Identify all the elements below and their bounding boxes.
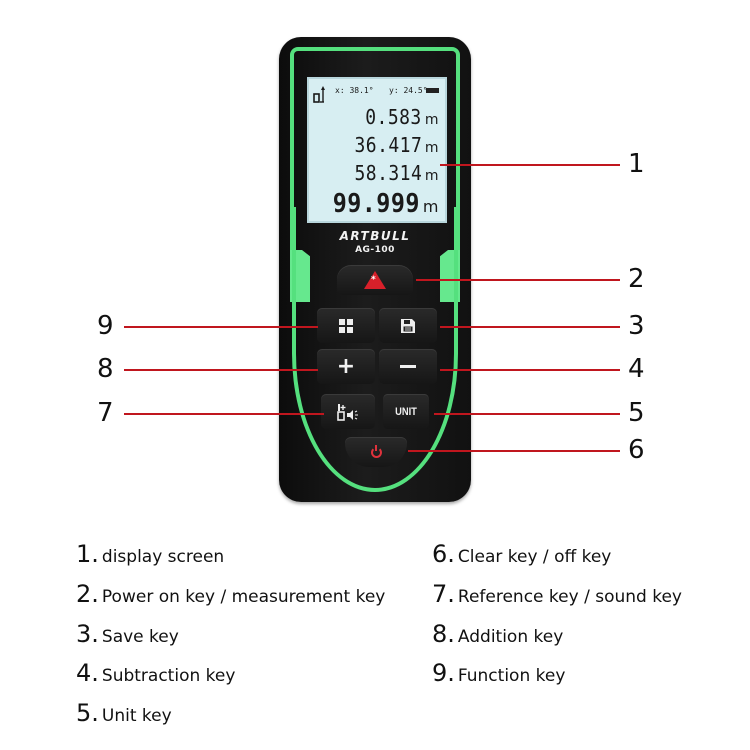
callout-number-8: 8 xyxy=(97,354,114,384)
callout-line-2 xyxy=(416,279,620,281)
legend-number: 1. xyxy=(76,540,99,568)
clear-off-key[interactable] xyxy=(345,437,407,467)
addition-key[interactable]: + xyxy=(317,349,375,384)
reading-unit: m xyxy=(422,197,439,216)
reading-value: 36.417 xyxy=(354,133,422,157)
callout-number-2: 2 xyxy=(628,264,645,294)
legend-item-5: 5.Unit key xyxy=(76,699,172,727)
reference-sound-icon xyxy=(337,403,358,421)
reading-unit: m xyxy=(424,168,439,184)
angle-y-readout: y: 24.5° xyxy=(389,86,428,95)
legend-item-3: 3.Save key xyxy=(76,620,179,648)
legend-text: Clear key / off key xyxy=(457,547,612,567)
callout-number-4: 4 xyxy=(628,354,645,384)
power-icon xyxy=(370,444,382,458)
callout-line-1 xyxy=(440,164,620,166)
reading-unit: m xyxy=(424,140,439,156)
reference-sound-key[interactable] xyxy=(321,394,375,429)
legend-number: 5. xyxy=(76,699,99,727)
green-bezel-bottom xyxy=(292,207,458,492)
screen-status-bar: x: 38.1° y: 24.5° xyxy=(313,84,441,106)
minus-icon xyxy=(400,365,416,368)
reading-unit: m xyxy=(424,112,439,128)
callout-line-4 xyxy=(440,369,620,371)
legend-number: 6. xyxy=(432,540,455,568)
legend-number: 4. xyxy=(76,659,99,687)
legend-text: display screen xyxy=(101,547,225,567)
subtraction-key[interactable] xyxy=(379,349,437,384)
legend-number: 8. xyxy=(432,620,455,648)
legend-text: Power on key / measurement key xyxy=(101,587,386,607)
legend-item-7: 7.Reference key / sound key xyxy=(432,580,682,608)
legend-number: 9. xyxy=(432,659,455,687)
callout-line-6 xyxy=(408,450,620,452)
callout-number-9: 9 xyxy=(97,311,114,341)
unit-key[interactable]: UNIT xyxy=(383,394,429,429)
legend-item-2: 2.Power on key / measurement key xyxy=(76,580,385,608)
callout-line-7 xyxy=(124,413,324,415)
brand-logo: ARTBULL xyxy=(339,229,411,243)
callout-line-3 xyxy=(440,326,620,328)
legend-text: Function key xyxy=(457,666,566,686)
save-key[interactable] xyxy=(379,308,437,343)
legend-text: Addition key xyxy=(457,627,564,647)
legend-number: 7. xyxy=(432,580,455,608)
callout-line-5 xyxy=(434,413,620,415)
callout-number-5: 5 xyxy=(628,398,645,428)
reference-point-icon xyxy=(313,86,325,103)
callout-line-9 xyxy=(124,326,318,328)
callout-number-3: 3 xyxy=(628,311,645,341)
floppy-disk-icon xyxy=(401,318,415,333)
laser-warning-icon: * xyxy=(364,271,386,289)
legend-text: Reference key / sound key xyxy=(457,587,682,607)
battery-full-icon xyxy=(426,88,439,93)
legend-text: Subtraction key xyxy=(101,666,236,686)
legend-text: Unit key xyxy=(101,706,172,726)
legend-item-1: 1.display screen xyxy=(76,540,224,568)
legend-number: 3. xyxy=(76,620,99,648)
callout-number-7: 7 xyxy=(97,398,114,428)
callout-number-6: 6 xyxy=(628,435,645,465)
plus-icon: + xyxy=(336,353,356,379)
green-bezel-top xyxy=(290,47,460,252)
grid-icon xyxy=(339,318,353,333)
reading-value: 58.314 xyxy=(354,161,422,185)
legend-item-6: 6.Clear key / off key xyxy=(432,540,611,568)
legend-item-9: 9.Function key xyxy=(432,659,565,687)
legend-item-4: 4.Subtraction key xyxy=(76,659,235,687)
reading-value: 99.999 xyxy=(332,189,420,219)
angle-x-readout: x: 38.1° xyxy=(335,86,374,95)
model-label: AG-100 xyxy=(355,245,395,255)
function-key[interactable] xyxy=(317,308,375,343)
reading-value: 0.583 xyxy=(365,105,422,129)
legend-number: 2. xyxy=(76,580,99,608)
callout-line-8 xyxy=(124,369,318,371)
legend-text: Save key xyxy=(101,627,179,647)
measure-power-key[interactable]: * xyxy=(337,265,413,295)
legend-item-8: 8.Addition key xyxy=(432,620,563,648)
callout-number-1: 1 xyxy=(628,149,645,179)
